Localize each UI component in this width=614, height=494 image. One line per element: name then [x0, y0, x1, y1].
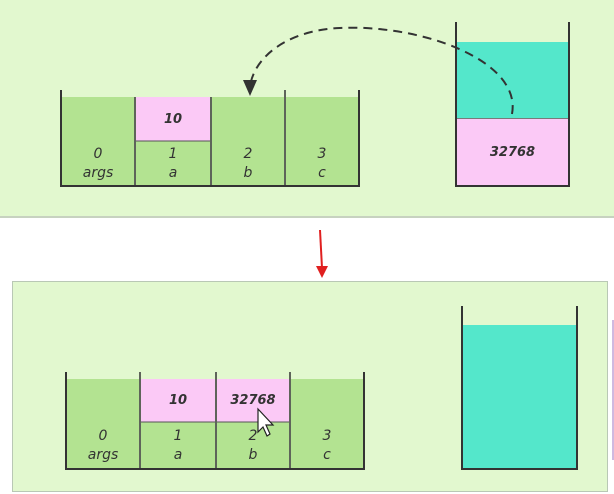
- slot-name: args: [87, 447, 119, 463]
- slot-c-top: [286, 97, 358, 185]
- slot-args-top: [62, 97, 134, 185]
- red-arrow-head-icon: [316, 266, 328, 278]
- red-down-arrow: [319, 229, 323, 269]
- slot-0-label-top: 0 args: [62, 145, 134, 183]
- slot-3-label-bottom: 3 c: [291, 427, 363, 465]
- slot-index: 1: [168, 146, 178, 162]
- slot-name: a: [173, 447, 183, 463]
- top-diagram-lines: [60, 22, 570, 187]
- slot-a-top: [136, 141, 210, 185]
- stack-value-top: 32768: [457, 118, 568, 185]
- slot-3-label-top: 3 c: [286, 145, 358, 183]
- stack-frame-top: [455, 22, 570, 187]
- slot-args-bottom: [67, 379, 139, 468]
- slot-2-label-bottom: 2 b: [217, 427, 289, 465]
- slot-index: 3: [317, 146, 327, 162]
- edge-strip: [612, 320, 614, 460]
- slot-2-label-top: 2 b: [212, 145, 284, 183]
- slot-b-top: [212, 97, 284, 185]
- slot-a-bottom: [141, 422, 215, 468]
- slot-0-label-bottom: 0 args: [67, 427, 139, 465]
- mouse-cursor-icon: [257, 407, 275, 437]
- slot-a-value-bottom: 10: [141, 379, 215, 422]
- local-table-frame-top: [60, 90, 360, 187]
- bottom-diagram-lines: [65, 306, 578, 470]
- slot-1-label-bottom: 1 a: [141, 427, 215, 465]
- slot-a-value-top: 10: [136, 97, 210, 141]
- stack-frame-bottom: [461, 306, 578, 470]
- top-diagram-panel: 10 0 args 1 a 2 b 3 c 32768: [0, 0, 614, 218]
- slot-name: b: [243, 165, 253, 181]
- stack-bottom-empty: [463, 325, 576, 468]
- slot-name: c: [318, 165, 326, 181]
- slot-name: args: [82, 165, 114, 181]
- slot-c-bottom: [291, 379, 363, 468]
- slot-name: a: [168, 165, 178, 181]
- slot-1-label-top: 1 a: [136, 145, 210, 183]
- bottom-diagram-panel: 10 32768 0 args 1 a 2 b 3 c: [12, 281, 608, 492]
- slot-name: c: [323, 447, 331, 463]
- slot-index: 2: [248, 428, 258, 444]
- slot-index: 2: [243, 146, 253, 162]
- slot-b-value-bottom: 32768: [217, 379, 289, 422]
- slot-index: 3: [322, 428, 332, 444]
- dashed-move-arrow: [249, 26, 514, 115]
- slot-index: 0: [93, 146, 103, 162]
- slot-b-bottom: [217, 422, 289, 468]
- slot-index: 0: [98, 428, 108, 444]
- slot-name: b: [248, 447, 258, 463]
- arrow-head-icon: [243, 80, 257, 96]
- local-table-frame-bottom: [65, 372, 365, 470]
- slot-index: 1: [173, 428, 183, 444]
